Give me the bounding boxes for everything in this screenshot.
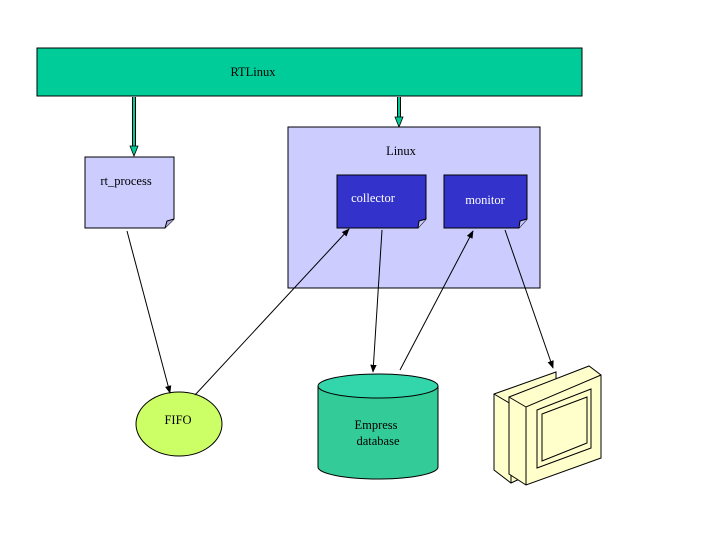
fifo-label: FIFO [164,413,191,427]
linux-label: Linux [386,144,417,158]
fifo-block: FIFO [135,391,223,457]
rtlinux-label: RTLinux [230,65,276,79]
rtlinux-block: RTLinux [36,47,583,97]
rtlinux-to-rt-process-arrow [129,97,139,158]
collector-block: collector [336,174,427,229]
monitor-to-terminal-arrow [504,229,554,369]
rt-process-label: rt_process [100,174,152,188]
database-block: Empress database [317,373,439,480]
collector-label: collector [351,191,396,205]
database-label-line1: Empress [354,418,397,432]
monitor-block: monitor [443,174,528,229]
monitor-label: monitor [465,193,505,207]
rtlinux-to-linux-arrow [394,97,404,129]
database-label-line2: database [356,434,399,448]
rt-process-to-fifo-arrow [126,230,172,394]
fifo-to-collector-arrow [194,228,350,396]
database-to-monitor-arrow [399,230,474,371]
rt-process-block: rt_process [84,156,175,229]
collector-to-database-arrow [370,229,383,373]
monitor-terminal-icon [493,365,602,486]
